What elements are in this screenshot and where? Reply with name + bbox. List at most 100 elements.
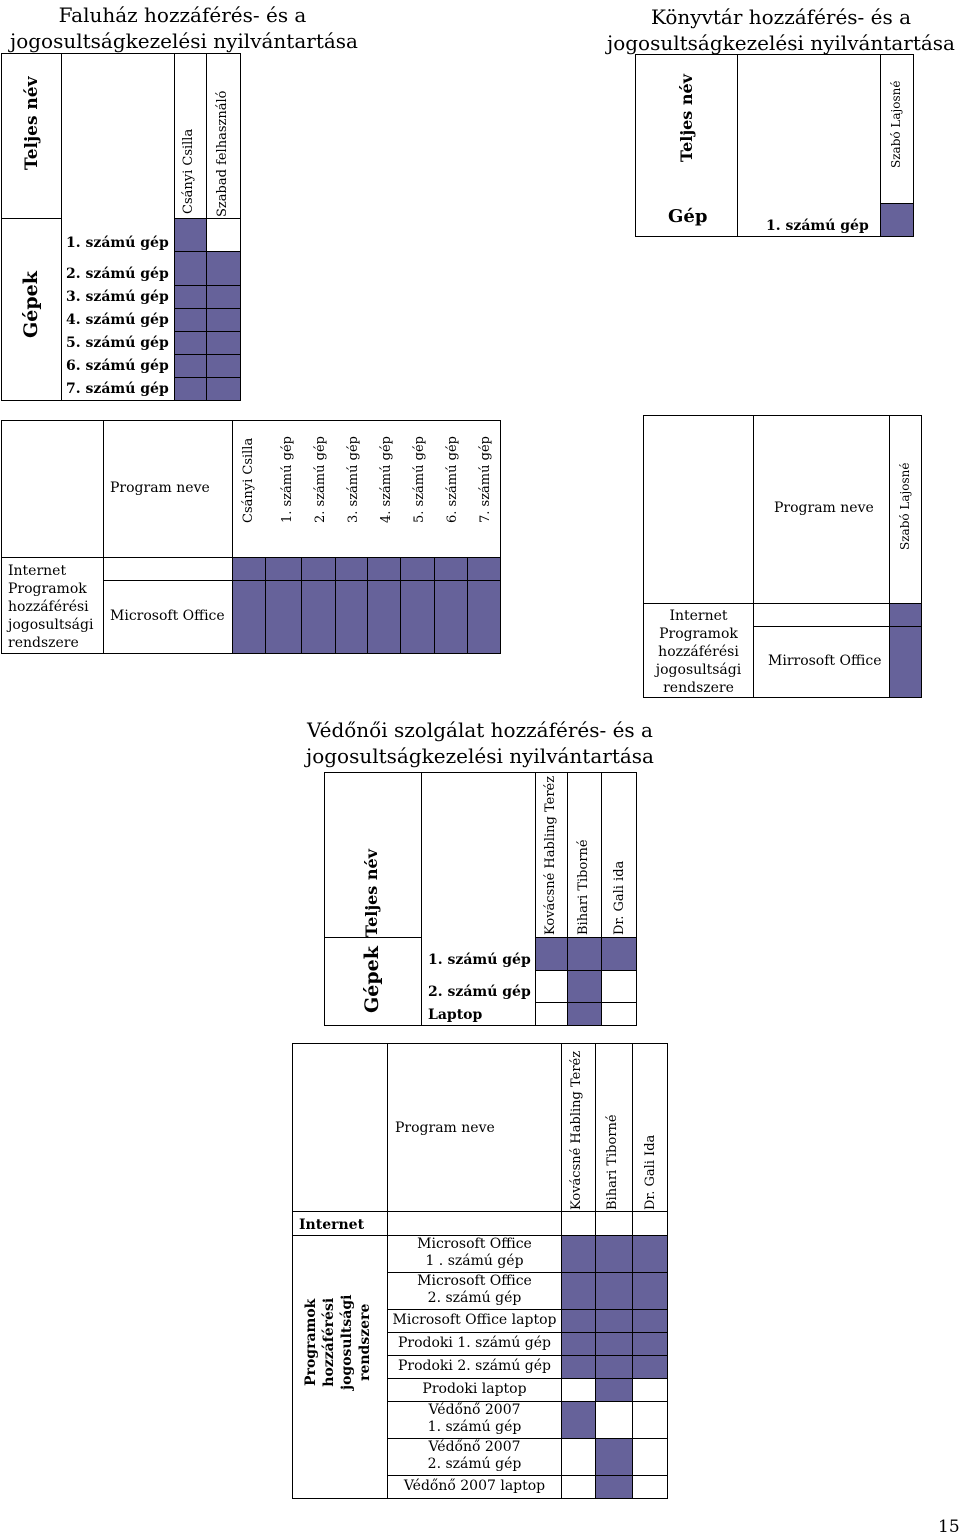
fp-left-label: Internet Programok hozzáférési jogosults… <box>8 563 94 651</box>
faluhaz-machine-4: 4. számú gép <box>66 312 169 328</box>
kp-col: Szabó Lajosné <box>898 462 912 550</box>
vp-cell <box>595 1272 633 1310</box>
faluhaz-cell <box>174 331 207 355</box>
kp-program: Mirrosoft Office <box>768 653 882 669</box>
vp-cell <box>561 1475 596 1499</box>
vp-cell <box>632 1438 668 1476</box>
vp-cell <box>632 1475 668 1499</box>
vp-top-left <box>292 1043 388 1212</box>
vp-cell <box>595 1355 633 1379</box>
vp-program-9: Védőnő 2007 laptop <box>403 1478 546 1494</box>
konyvtar-title-line1: Könyvtár hozzáférés- és a <box>650 5 912 29</box>
page-number: 15 <box>938 1517 960 1537</box>
fp-program-header: Program neve <box>110 480 210 496</box>
vp-cell <box>561 1309 596 1333</box>
vp-cell <box>595 1211 633 1236</box>
vp-cell <box>595 1235 633 1273</box>
vp-cell <box>561 1438 596 1476</box>
faluhaz-cell <box>206 377 241 401</box>
fp-cell <box>434 557 468 581</box>
vp-cell <box>595 1401 633 1439</box>
vp-user-3: Dr. Gali Ida <box>643 1134 658 1210</box>
vm-machine-3: Laptop <box>428 1007 483 1023</box>
faluhaz-machine-2: 2. számú gép <box>66 266 169 282</box>
faluhaz-cell <box>174 377 207 401</box>
vp-cell <box>595 1475 633 1499</box>
faluhaz-machine-table: Teljes név Gépek Csányi Csilla Szabad fe… <box>0 0 260 402</box>
vp-user-2: Bihari Tiborné <box>605 1114 620 1210</box>
vp-program-3: Microsoft Office laptop <box>392 1312 557 1328</box>
vedonoi-title-line1: Védőnői szolgálat hozzáférés- és a <box>307 718 653 742</box>
vp-empty-row <box>387 1211 562 1236</box>
vp-cell <box>561 1332 596 1356</box>
vm-cell <box>601 1002 637 1026</box>
konyvtar-title-line2: jogosultságkezelési nyilvántartása <box>607 31 955 55</box>
vp-cell <box>561 1378 596 1402</box>
faluhaz-title-line1: Faluház hozzáférés- és a <box>58 3 307 27</box>
konyvtar-programs-table: Program neve Szabó Lajosné Internet Prog… <box>0 0 960 700</box>
fp-cell <box>265 557 302 581</box>
fp-cell <box>232 557 266 581</box>
vp-cell <box>632 1272 668 1310</box>
vedonoi-machine-table: Teljes név Gépek Kovácsné Habling Teréz … <box>0 0 700 1030</box>
kp-left-label: Internet Programok hozzáférési jogosults… <box>655 608 742 696</box>
kp-cell <box>889 626 922 698</box>
kp-program-header: Program neve <box>774 500 874 516</box>
vp-cell <box>632 1235 668 1273</box>
faluhaz-machine-6: 6. számú gép <box>66 358 169 374</box>
vp-program-6: Prodoki laptop <box>422 1381 527 1397</box>
vm-cell <box>601 937 637 971</box>
vp-cell <box>632 1309 668 1333</box>
faluhaz-cell <box>174 218 207 252</box>
faluhaz-machine-3: 3. számú gép <box>66 289 169 305</box>
vp-program-5: Prodoki 2. számú gép <box>397 1358 551 1374</box>
faluhaz-cell <box>206 285 241 309</box>
faluhaz-machine-1: 1. számú gép <box>66 235 169 251</box>
faluhaz-title: Faluház hozzáférés- és a jogosultságkeze… <box>10 2 358 54</box>
vp-cell <box>595 1438 633 1476</box>
vp-cell <box>561 1211 596 1236</box>
konyvtar-title: Könyvtár hozzáférés- és a jogosultságkez… <box>605 4 957 56</box>
vp-cell <box>561 1401 596 1439</box>
vm-cell <box>535 937 568 971</box>
vedonoi-title-line2: jogosultságkezelési nyilvántartása <box>306 744 654 768</box>
vp-cell <box>595 1309 633 1333</box>
vp-user-1: Kovácsné Habling Teréz <box>569 1050 584 1210</box>
vp-cell <box>595 1332 633 1356</box>
vp-program-header: Program neve <box>395 1120 495 1136</box>
fp-cell <box>335 580 368 654</box>
vp-cell <box>561 1355 596 1379</box>
vm-machine-1: 1. számú gép <box>428 952 531 968</box>
vedonoi-title: Védőnői szolgálat hozzáférés- és a jogos… <box>300 717 660 769</box>
vp-program-4: Prodoki 1. számú gép <box>397 1335 551 1351</box>
fp-program: Microsoft Office <box>110 608 225 624</box>
vp-cell <box>632 1332 668 1356</box>
faluhaz-cell <box>206 331 241 355</box>
faluhaz-machine-7: 7. számú gép <box>66 381 169 397</box>
faluhaz-cell <box>206 308 241 332</box>
konyvtar-cell <box>880 203 914 237</box>
kp-empty-row <box>753 603 890 627</box>
vp-cell <box>561 1272 596 1310</box>
vp-cell <box>632 1401 668 1439</box>
vp-cell <box>632 1355 668 1379</box>
faluhaz-cell <box>206 354 241 378</box>
konyvtar-machine-1: 1. számú gép <box>766 218 869 234</box>
vp-cell <box>632 1378 668 1402</box>
faluhaz-programs-table: Program neve Csányi Csilla 1. számú gép … <box>0 0 520 660</box>
konyvtar-machine-table: Teljes név Gép 1. számú gép Szabó Lajosn… <box>0 0 960 240</box>
vm-machine-2: 2. számú gép <box>428 984 531 1000</box>
fp-cell <box>265 580 302 654</box>
vp-cell <box>561 1235 596 1273</box>
vp-left-label: Programok hozzáférési jogosultsági rends… <box>303 1294 373 1390</box>
konyvtar-machine-header: Gép <box>668 206 708 227</box>
vedonoi-programs-table: Program neve Kovácsné Habling Teréz Biha… <box>292 1043 668 1499</box>
vp-cell <box>595 1378 633 1402</box>
faluhaz-title-line2: jogosultságkezelési nyilvántartása <box>10 29 358 53</box>
kp-cell <box>889 603 922 627</box>
faluhaz-machine-5: 5. számú gép <box>66 335 169 351</box>
